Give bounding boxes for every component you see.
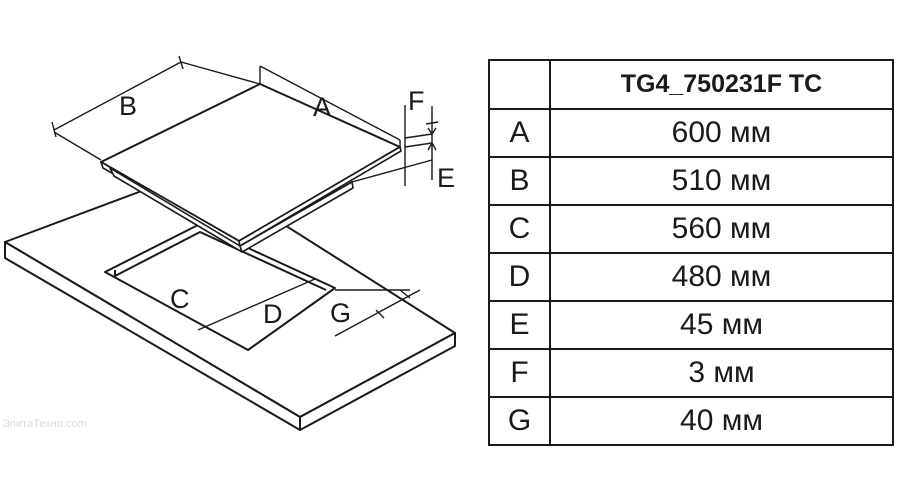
- table-row: B 510 мм: [488, 156, 894, 206]
- dimension-value: 3 мм: [549, 348, 894, 398]
- dimension-value: 600 мм: [549, 108, 894, 158]
- dimension-lines: [51, 55, 439, 351]
- table-row: E 45 мм: [488, 300, 894, 350]
- model-name: TG4_750231F TC: [549, 59, 894, 110]
- label-b: B: [119, 91, 137, 121]
- dimension-letter: G: [488, 396, 551, 446]
- dimension-letter: E: [488, 300, 551, 350]
- table-row: F 3 мм: [488, 348, 894, 398]
- installation-diagram: A B C D E F G: [4, 55, 456, 431]
- watermark: ЭлитаТехно.com: [2, 418, 87, 430]
- label-a: A: [313, 92, 331, 122]
- table-row: C 560 мм: [488, 204, 894, 254]
- dimension-letter: C: [488, 204, 551, 254]
- dimension-labels: A B C D E F G: [119, 86, 455, 329]
- label-f: F: [408, 86, 425, 116]
- label-d: D: [263, 299, 283, 329]
- header-empty-cell: [488, 59, 551, 110]
- table-header-row: TG4_750231F TC: [488, 59, 894, 110]
- dimension-value: 45 мм: [549, 300, 894, 350]
- dimension-value: 480 мм: [549, 252, 894, 302]
- dimensions-table: TG4_750231F TC A 600 мм B 510 мм C 560 м…: [488, 59, 894, 446]
- dimension-letter: A: [488, 108, 551, 158]
- label-c: C: [170, 284, 190, 314]
- label-e: E: [437, 163, 455, 193]
- hob-drawing: [100, 83, 402, 253]
- table-row: G 40 мм: [488, 396, 894, 446]
- table-row: D 480 мм: [488, 252, 894, 302]
- table-row: A 600 мм: [488, 108, 894, 158]
- dimension-letter: B: [488, 156, 551, 206]
- dimension-value: 40 мм: [549, 396, 894, 446]
- dimension-letter: D: [488, 252, 551, 302]
- dimension-value: 560 мм: [549, 204, 894, 254]
- dimension-value: 510 мм: [549, 156, 894, 206]
- label-g: G: [330, 298, 351, 328]
- dimension-letter: F: [488, 348, 551, 398]
